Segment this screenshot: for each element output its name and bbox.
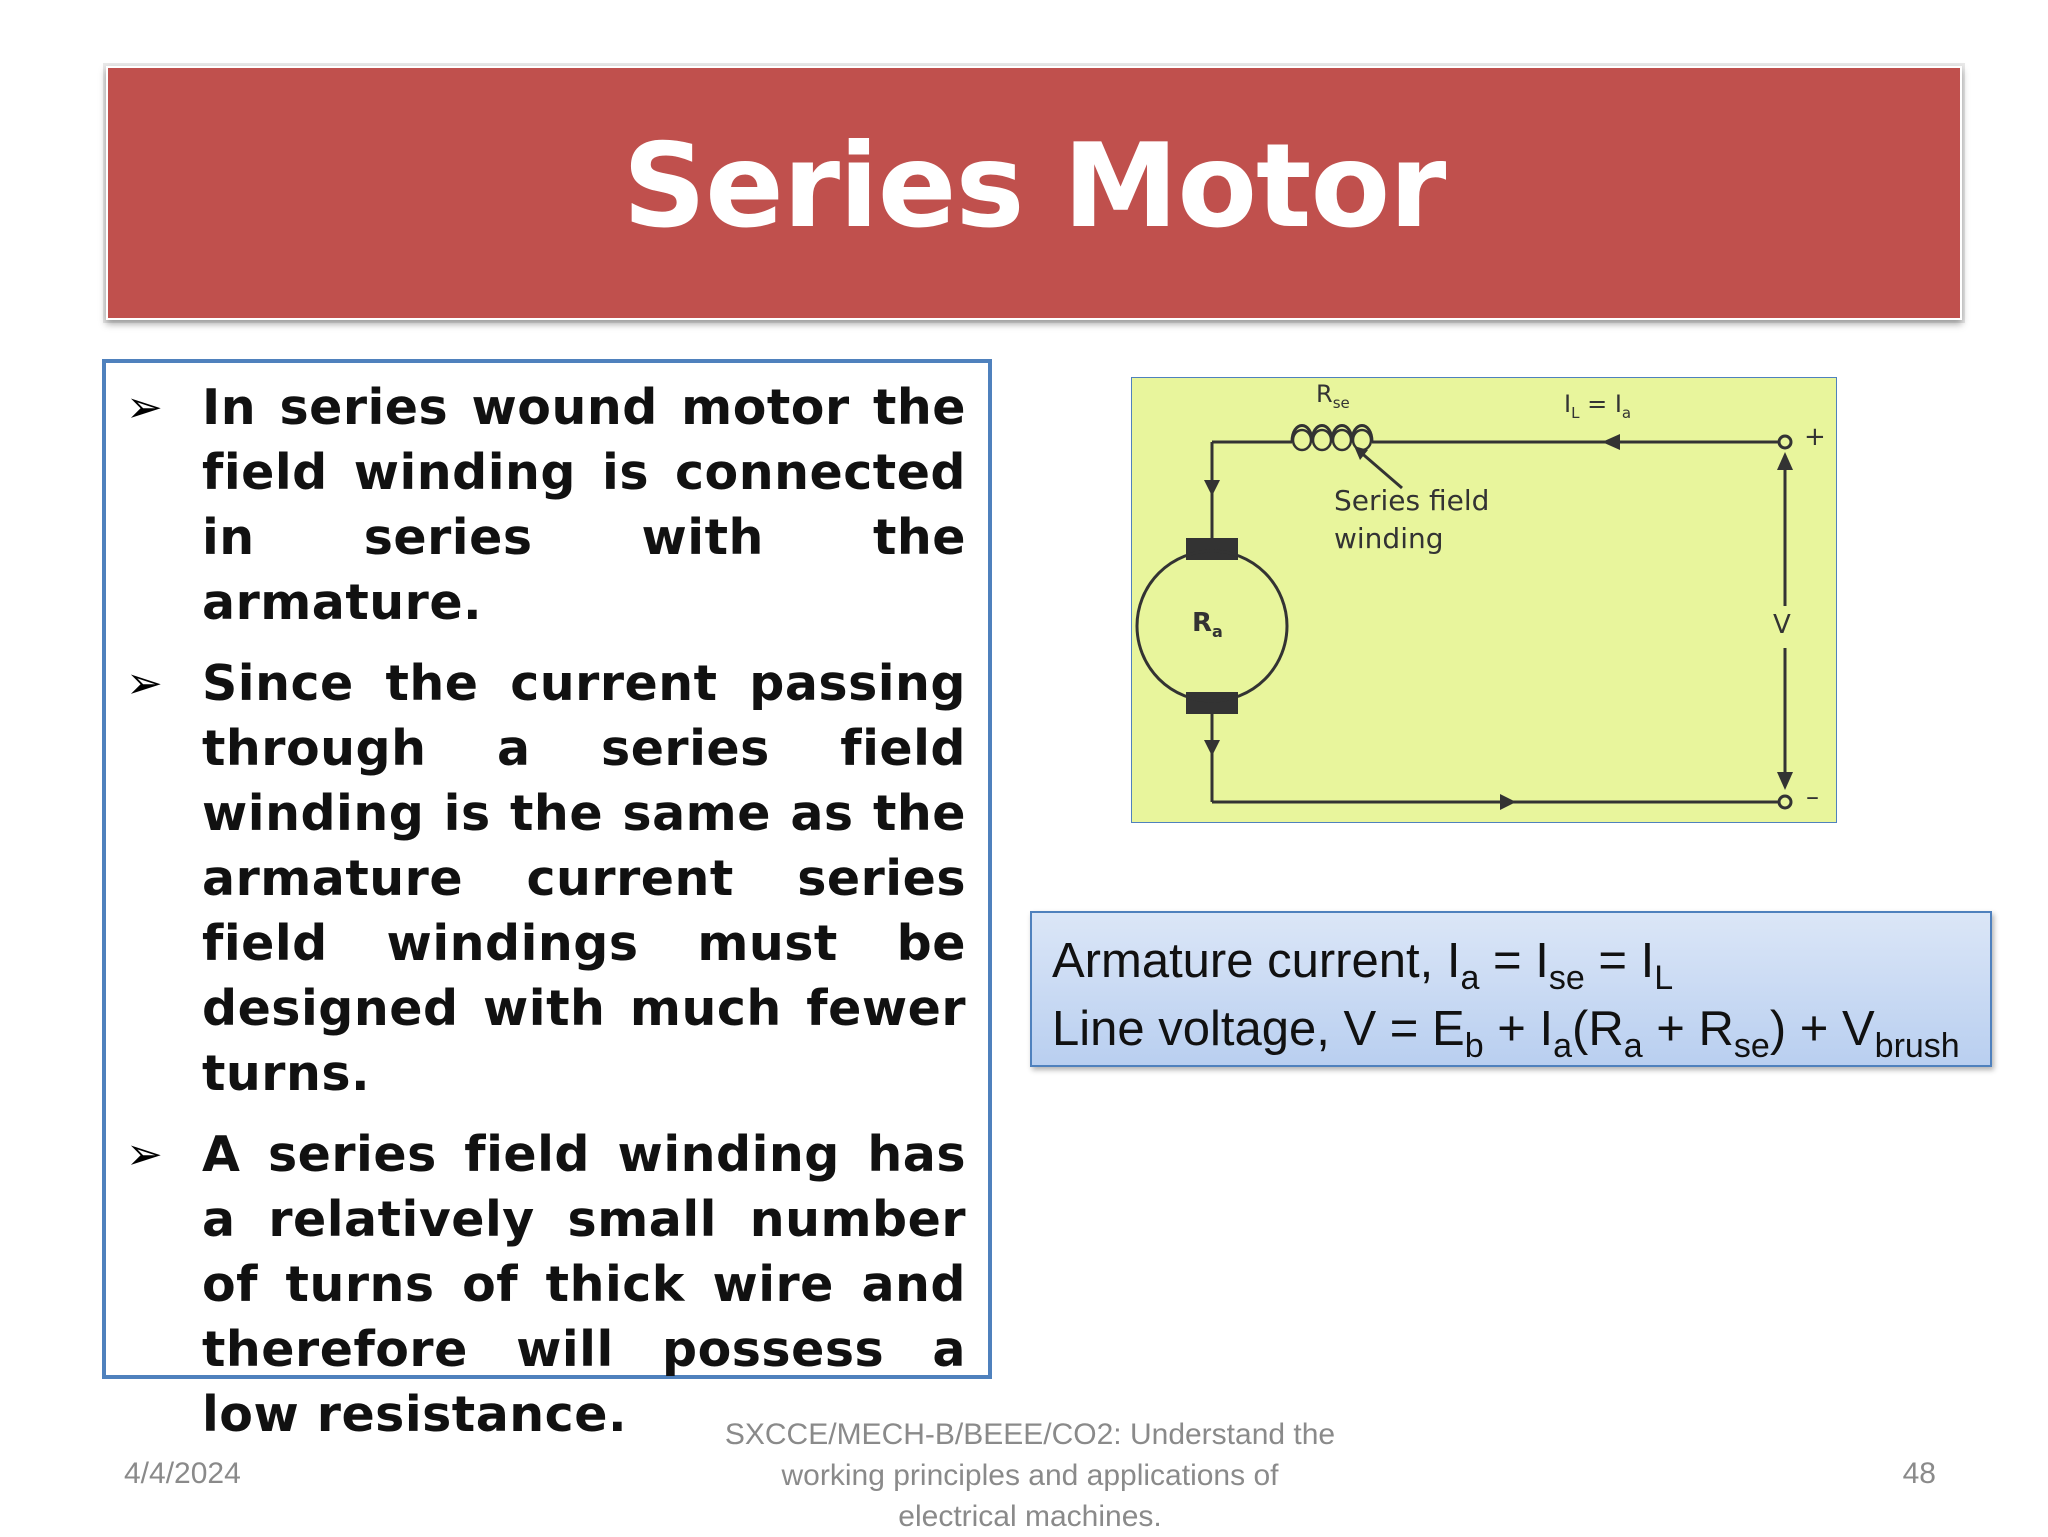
- rse-label: Rse: [1316, 380, 1350, 412]
- formula-subscript: a: [1623, 1026, 1643, 1065]
- formula-subscript: se: [1733, 1026, 1770, 1065]
- formula-subscript: L: [1654, 958, 1674, 997]
- ra-symbol: R: [1192, 608, 1213, 638]
- arrowhead-bullet-icon: ➢: [126, 658, 163, 709]
- formula-text: = I: [1479, 934, 1549, 988]
- armature-current-formula: Armature current, Ia = Ise = IL: [1052, 927, 1990, 995]
- field-label-line2: winding: [1334, 522, 1444, 555]
- bullet-text: In series wound motor the field winding …: [202, 379, 966, 631]
- bullet-item: ➢ In series wound motor the field windin…: [126, 375, 966, 635]
- footer-course-outcome: SXCCE/MECH-B/BEEE/CO2: Understand the wo…: [700, 1414, 1360, 1537]
- formula-text: Armature current, I: [1052, 934, 1461, 988]
- plus-terminal-label: +: [1804, 422, 1826, 452]
- formula-box: Armature current, Ia = Ise = IL Line vol…: [1030, 911, 1992, 1067]
- bullet-list: ➢ In series wound motor the field windin…: [106, 363, 988, 1447]
- formula-text: (R: [1572, 1002, 1624, 1056]
- series-motor-circuit-diagram: Rse IL = Ia Series field winding Ra V + …: [1131, 377, 1837, 823]
- current-symbol: I: [1564, 390, 1572, 418]
- slide-number: 48: [1902, 1457, 1936, 1490]
- arrowhead-bullet-icon: ➢: [126, 1129, 163, 1180]
- bullet-text: A series field winding has a relatively …: [202, 1126, 966, 1443]
- formula-subscript: brush: [1874, 1026, 1960, 1065]
- field-label-line1: Series field: [1334, 484, 1490, 517]
- slide-title: Series Motor: [622, 118, 1447, 254]
- voltage-label: V: [1773, 610, 1791, 640]
- formula-text: + R: [1642, 1002, 1734, 1056]
- circuit-drawing: [1135, 424, 1793, 810]
- line-voltage-formula: Line voltage, V = Eb + Ia(Ra + Rse) + Vb…: [1052, 995, 1990, 1063]
- rse-subscript: se: [1332, 393, 1350, 412]
- current-subscript-a: a: [1621, 403, 1632, 422]
- footer-line: working principles and applications of: [781, 1459, 1279, 1492]
- minus-terminal-label: –: [1806, 782, 1819, 812]
- ra-subscript: a: [1212, 622, 1223, 642]
- formula-text: + I: [1483, 1002, 1554, 1056]
- formula-subscript: se: [1548, 958, 1585, 997]
- formula-subscript: b: [1464, 1026, 1484, 1065]
- armature-resistance-label: Ra: [1192, 608, 1223, 641]
- series-field-winding-label: Series field winding: [1334, 482, 1489, 558]
- footer-date: 4/4/2024: [124, 1457, 241, 1490]
- bullet-text: Since the current passing through a seri…: [202, 655, 966, 1102]
- bullet-item: ➢ A series field winding has a relativel…: [126, 1122, 966, 1447]
- rse-symbol: R: [1316, 380, 1333, 408]
- formula-text: Line voltage, V = E: [1052, 1002, 1465, 1056]
- title-banner: Series Motor: [106, 66, 1962, 320]
- formula-text: ) + V: [1769, 1002, 1875, 1056]
- current-label: IL = Ia: [1564, 390, 1632, 422]
- formula-text: = I: [1584, 934, 1655, 988]
- footer-line: electrical machines.: [898, 1500, 1162, 1533]
- arrowhead-bullet-icon: ➢: [126, 382, 163, 433]
- bullet-text-box: ➢ In series wound motor the field windin…: [102, 359, 992, 1443]
- formula-subscript: a: [1460, 958, 1480, 997]
- bullet-item: ➢ Since the current passing through a se…: [126, 651, 966, 1106]
- current-subscript-l: L: [1571, 403, 1580, 422]
- footer-line: SXCCE/MECH-B/BEEE/CO2: Understand the: [724, 1418, 1336, 1451]
- formula-subscript: a: [1553, 1026, 1573, 1065]
- current-symbol-a: I: [1614, 390, 1622, 418]
